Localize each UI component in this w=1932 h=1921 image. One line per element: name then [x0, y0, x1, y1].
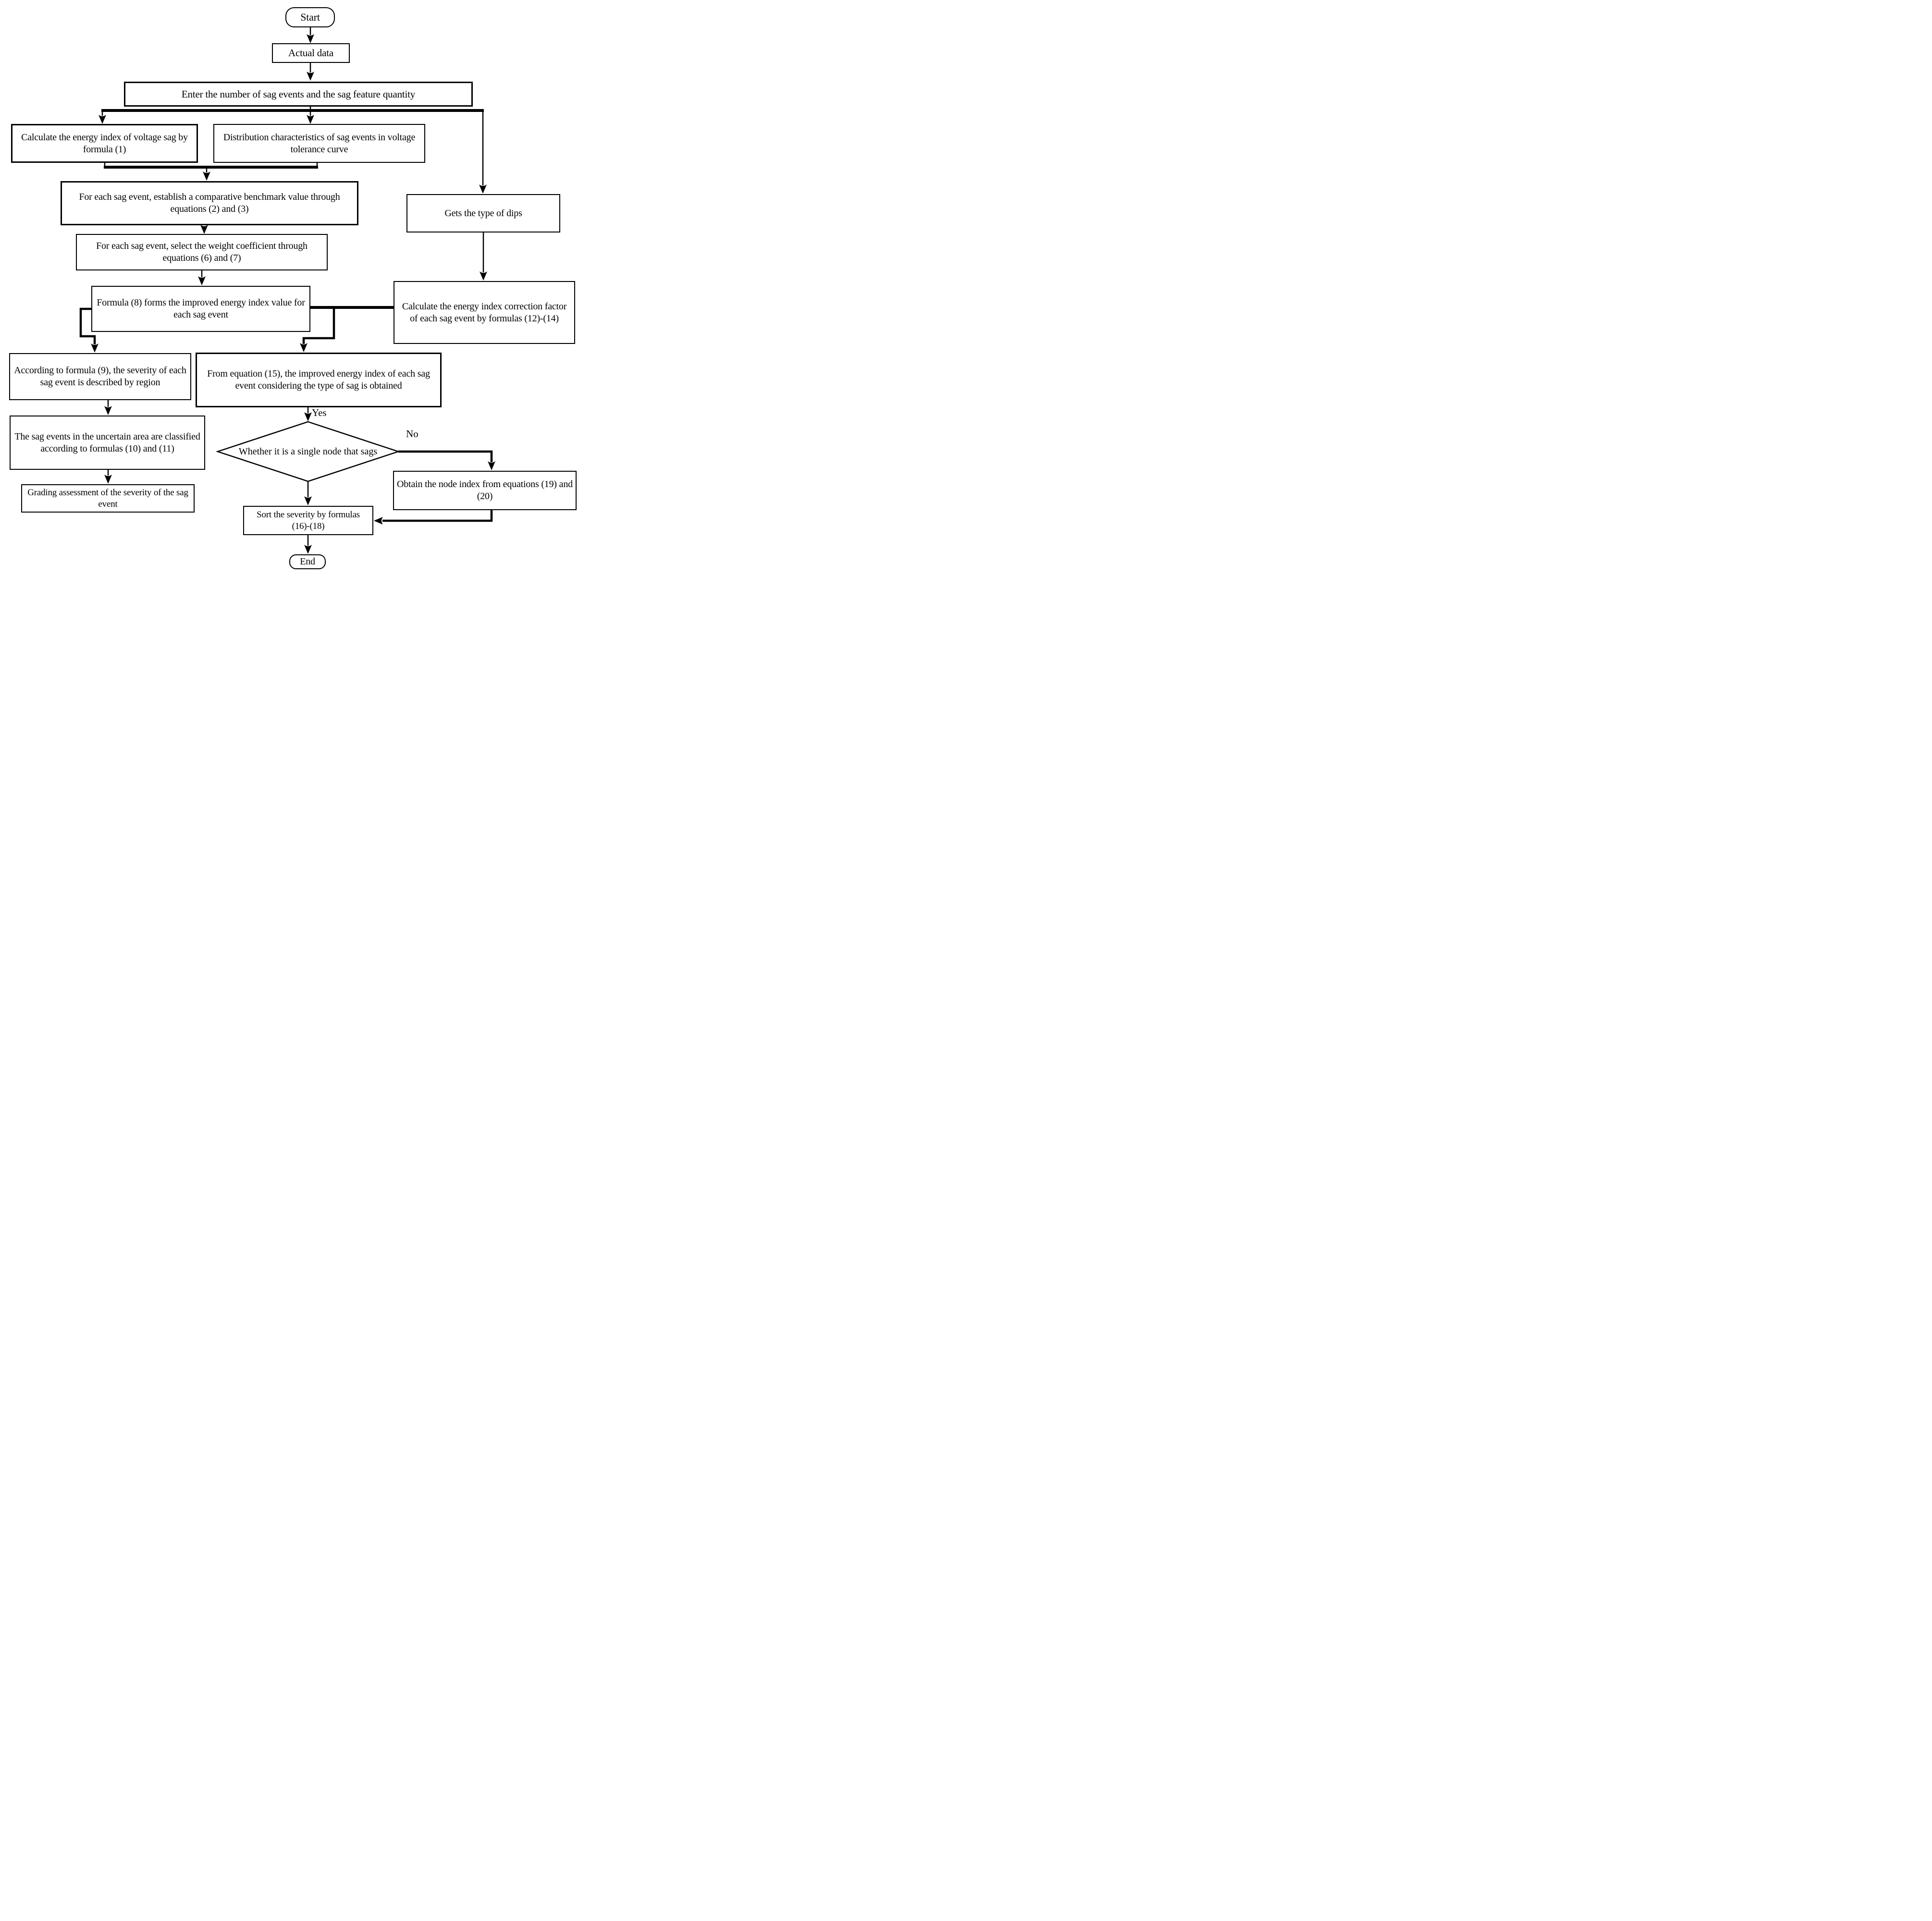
- process-classify-uncertain-area: The sag events in the uncertain area are…: [10, 416, 205, 470]
- process-grading-assessment: Grading assessment of the severity of th…: [21, 484, 195, 513]
- process-severity-by-region: According to formula (9), the severity o…: [9, 353, 191, 400]
- process-establish-benchmark: For each sag event, establish a comparat…: [61, 181, 358, 225]
- flowchart-canvas: Start Actual data Enter the number of sa…: [0, 0, 579, 576]
- process-formula8-improved-index: Formula (8) forms the improved energy in…: [91, 286, 310, 332]
- process-actual-data: Actual data: [272, 43, 350, 63]
- process-obtain-node-index: Obtain the node index from equations (19…: [393, 471, 577, 510]
- process-equation15-improved-index: From equation (15), the improved energy …: [196, 353, 442, 407]
- process-sort-severity: Sort the severity by formulas (16)-(18): [243, 506, 373, 535]
- process-enter-sag-events: Enter the number of sag events and the s…: [124, 82, 473, 107]
- arrowheads: [91, 34, 495, 554]
- connector-lines: [79, 27, 495, 554]
- elbow-connectors: [79, 307, 493, 522]
- process-distribution-characteristics: Distribution characteristics of sag even…: [213, 124, 425, 163]
- thin-connectors: [101, 27, 484, 546]
- thick-branch-lines: [101, 109, 484, 309]
- start-terminator: Start: [285, 7, 335, 27]
- decision-single-node-label: Whether it is a single node that sags: [238, 446, 378, 457]
- process-calculate-energy-index: Calculate the energy index of voltage sa…: [11, 124, 198, 163]
- process-select-weight-coefficient: For each sag event, select the weight co…: [76, 234, 328, 270]
- end-terminator: End: [289, 554, 326, 569]
- no-edge-label: No: [406, 428, 418, 440]
- process-gets-type-of-dips: Gets the type of dips: [406, 194, 560, 232]
- decision-diamond: [216, 421, 400, 482]
- process-correction-factor: Calculate the energy index correction fa…: [394, 281, 575, 344]
- yes-edge-label: Yes: [312, 407, 327, 418]
